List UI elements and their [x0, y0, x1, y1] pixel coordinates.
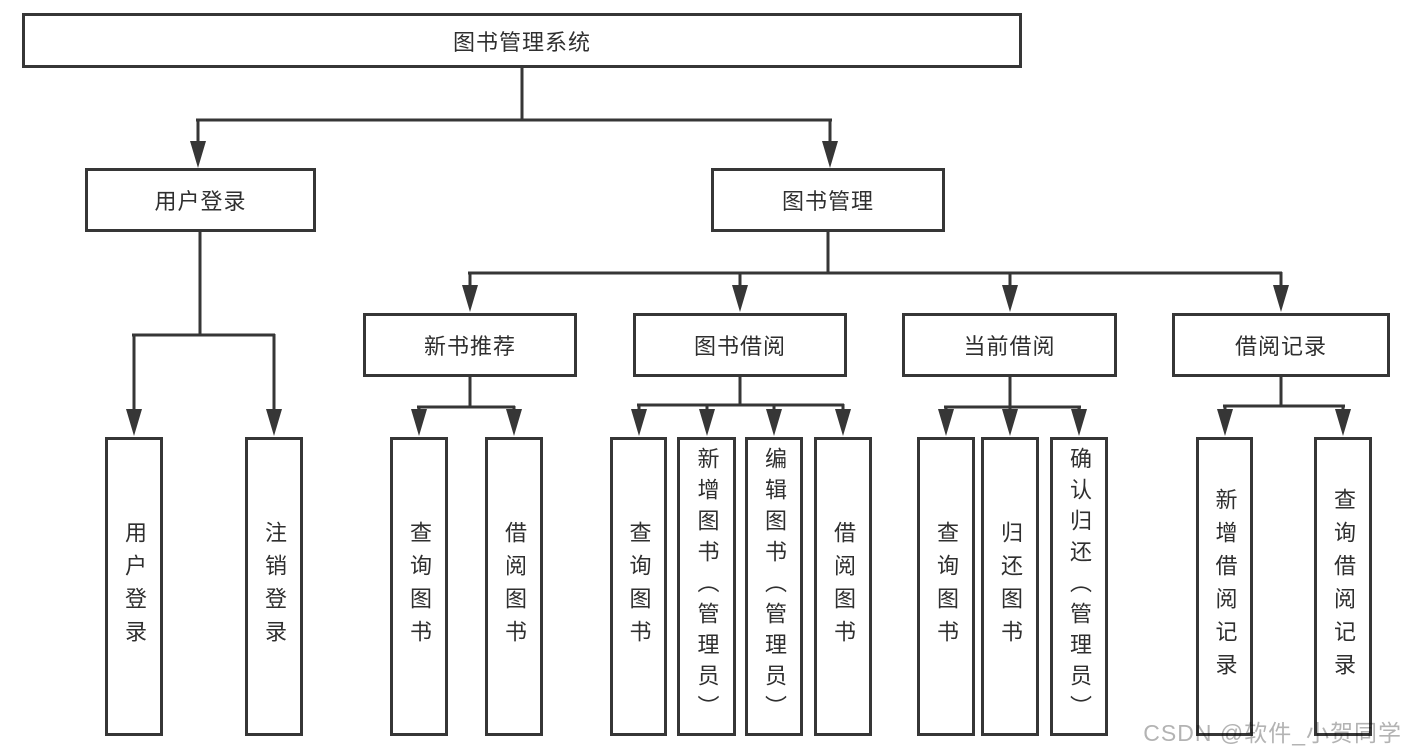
leaf-records-query-record-label: 查询借阅记录 [1331, 487, 1356, 686]
leaf-bookborrow-borrow-book-label: 借阅图书 [831, 520, 856, 653]
node-current-borrow-label: 当前借阅 [963, 334, 1056, 359]
leaf-newbook-query-book: 查询图书 [390, 437, 448, 736]
connector-bookmgmt-to-level3 [468, 230, 1283, 286]
leaf-bookborrow-borrow-book: 借阅图书 [814, 437, 872, 736]
node-borrow-records: 借阅记录 [1172, 313, 1390, 377]
leaf-currentborrow-query-book: 查询图书 [917, 437, 975, 736]
leaf-bookborrow-edit-book-label: 编辑图书（管理员） [762, 447, 787, 726]
leaf-user-login: 用户登录 [105, 437, 163, 736]
leaf-bookborrow-add-book: 新增图书（管理员） [677, 437, 736, 736]
leaf-bookborrow-edit-book: 编辑图书（管理员） [745, 437, 803, 736]
leaf-currentborrow-return-book: 归还图书 [981, 437, 1039, 736]
leaf-currentborrow-query-book-label: 查询图书 [934, 520, 959, 653]
leaf-logout: 注销登录 [245, 437, 303, 736]
leaf-newbook-borrow-book: 借阅图书 [485, 437, 543, 736]
leaf-newbook-query-book-label: 查询图书 [407, 520, 432, 653]
leaf-bookborrow-query-book: 查询图书 [610, 437, 667, 736]
leaf-bookborrow-add-book-label: 新增图书（管理员） [694, 447, 720, 726]
node-book-borrow-label: 图书借阅 [693, 334, 786, 359]
node-new-book-recommend-label: 新书推荐 [423, 334, 516, 359]
leaf-newbook-borrow-book-label: 借阅图书 [502, 520, 527, 653]
node-book-management-label: 图书管理 [781, 189, 874, 214]
node-root: 图书管理系统 [22, 13, 1022, 68]
leaf-records-query-record: 查询借阅记录 [1314, 437, 1372, 736]
node-root-label: 图书管理系统 [452, 29, 591, 55]
leaf-bookborrow-query-book-label: 查询图书 [626, 520, 652, 653]
node-user-login: 用户登录 [85, 168, 316, 232]
leaf-currentborrow-confirm-return: 确认归还（管理员） [1050, 437, 1108, 736]
node-current-borrow: 当前借阅 [902, 313, 1117, 377]
node-book-management: 图书管理 [711, 168, 945, 232]
arrowheads [126, 141, 1351, 436]
leaf-currentborrow-return-book-label: 归还图书 [998, 520, 1023, 653]
node-borrow-records-label: 借阅记录 [1234, 334, 1327, 359]
leaf-records-add-record-label: 新增借阅记录 [1212, 487, 1238, 686]
leaf-records-add-record: 新增借阅记录 [1196, 437, 1253, 736]
connector-borrowrecords-to-leaves [1223, 375, 1345, 412]
node-book-borrow: 图书借阅 [633, 313, 847, 377]
connector-bookborrow-to-leaves [637, 375, 845, 412]
connector-root-to-level2 [196, 66, 832, 143]
csdn-watermark: CSDN @软件_小贺同学 [1143, 720, 1402, 746]
leaf-currentborrow-confirm-return-label: 确认归还（管理员） [1067, 447, 1092, 726]
node-new-book-recommend: 新书推荐 [363, 313, 577, 377]
connector-currentborrow-to-leaves [944, 375, 1081, 412]
leaf-user-login-label: 用户登录 [122, 520, 147, 653]
connector-userlogin-to-leaves [132, 230, 276, 410]
connector-newbook-to-leaves [417, 375, 516, 412]
node-user-login-label: 用户登录 [154, 189, 247, 214]
leaf-logout-label: 注销登录 [262, 520, 287, 653]
